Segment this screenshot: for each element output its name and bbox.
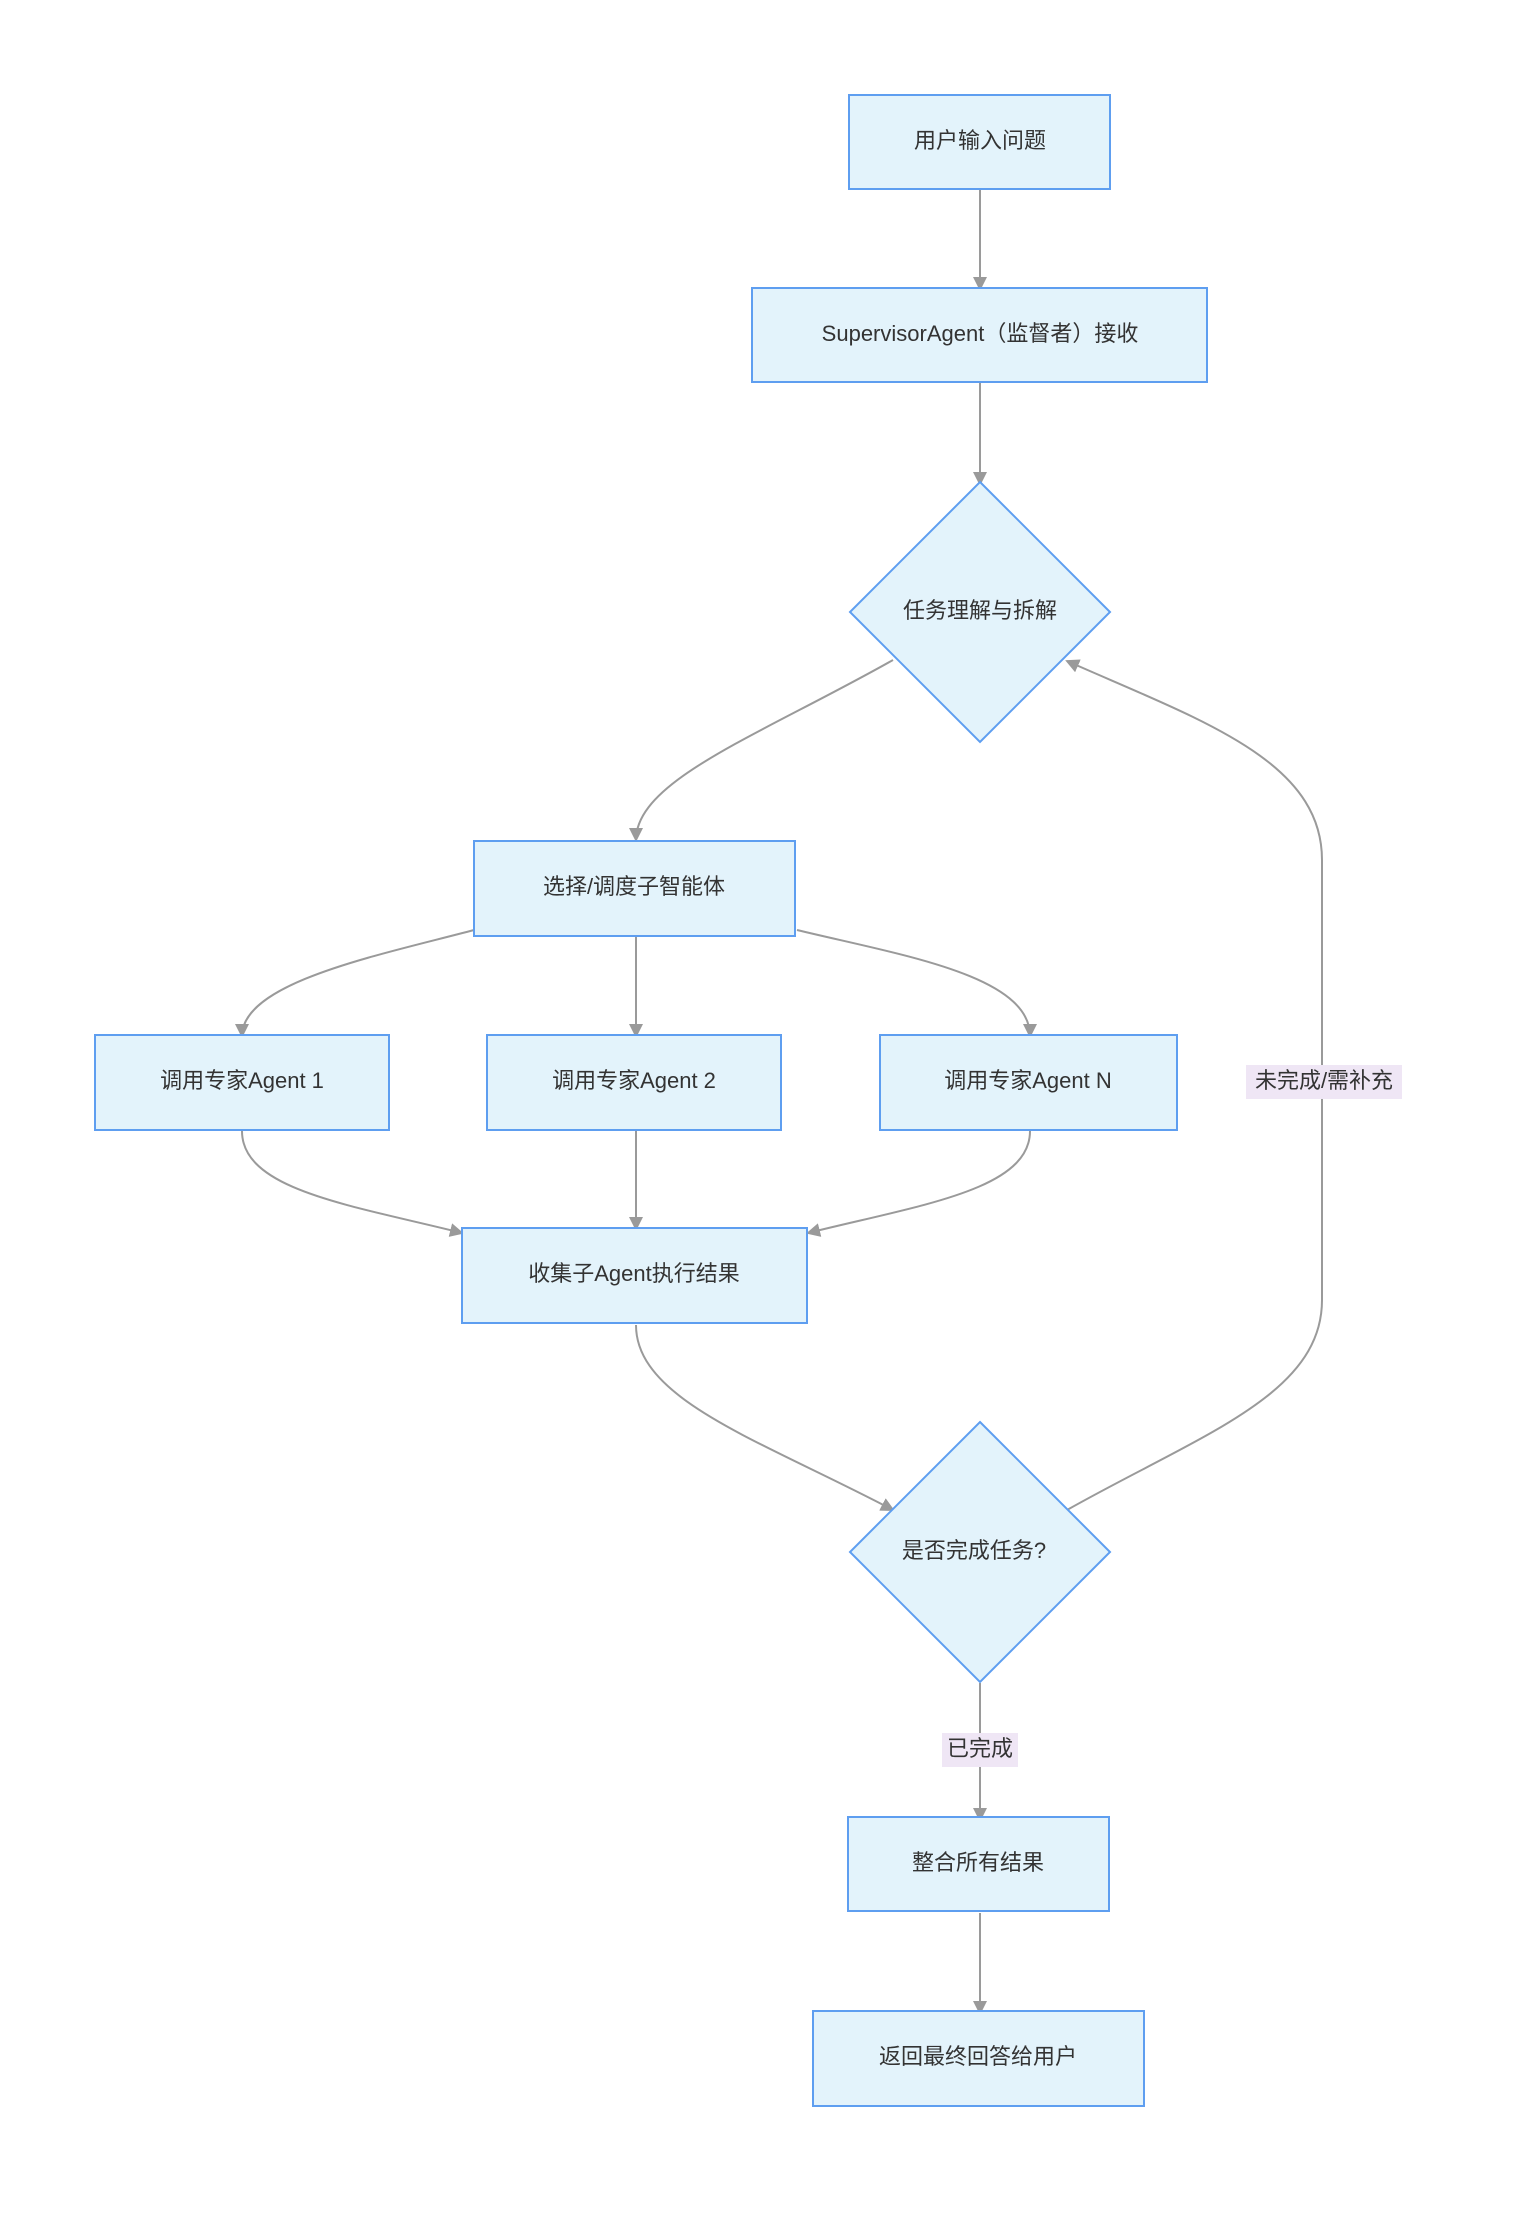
node-supervisor-label: SupervisorAgent（监督者）接收 (822, 321, 1139, 346)
node-select-label: 选择/调度子智能体 (543, 874, 725, 899)
node-done-check-label: 是否完成任务? (902, 1538, 1046, 1563)
node-select: 选择/调度子智能体 (473, 840, 796, 937)
edge-decompose-to-select (629, 659, 894, 842)
node-merge: 整合所有结果 (847, 1816, 1110, 1912)
node-agent-1: 调用专家Agent 1 (94, 1034, 390, 1131)
edge-agent1-to-collect (241, 1130, 464, 1237)
edge-label-completed: 已完成 (942, 1733, 1018, 1767)
node-agent-1-label: 调用专家Agent 1 (160, 1068, 324, 1093)
node-return-label: 返回最终回答给用户 (879, 2044, 1077, 2069)
edge-select-to-agentN (796, 929, 1037, 1038)
node-decompose: 任务理解与拆解 (848, 480, 1112, 744)
node-agent-n-label: 调用专家Agent N (944, 1068, 1112, 1093)
edge-select-to-agent1 (235, 929, 475, 1038)
node-collect-label: 收集子Agent执行结果 (528, 1261, 740, 1286)
edge-collect-to-check (635, 1324, 895, 1511)
edge-label-completed-text: 已完成 (947, 1736, 1013, 1761)
node-user-input-label: 用户输入问题 (914, 128, 1046, 153)
node-agent-n: 调用专家Agent N (879, 1034, 1178, 1131)
edge-label-incomplete-text: 未完成/需补充 (1255, 1068, 1393, 1093)
edge-label-incomplete: 未完成/需补充 (1246, 1065, 1402, 1099)
node-collect: 收集子Agent执行结果 (461, 1227, 808, 1324)
node-agent-2: 调用专家Agent 2 (486, 1034, 782, 1131)
node-return: 返回最终回答给用户 (812, 2010, 1145, 2107)
node-user-input: 用户输入问题 (848, 94, 1111, 190)
node-agent-2-label: 调用专家Agent 2 (552, 1068, 716, 1093)
node-done-check: 是否完成任务? (848, 1420, 1112, 1684)
node-supervisor: SupervisorAgent（监督者）接收 (751, 287, 1208, 383)
node-merge-label: 整合所有结果 (912, 1850, 1044, 1875)
edges (235, 190, 1323, 2015)
edge-agentN-to-collect (806, 1130, 1031, 1237)
node-decompose-label: 任务理解与拆解 (903, 598, 1057, 623)
